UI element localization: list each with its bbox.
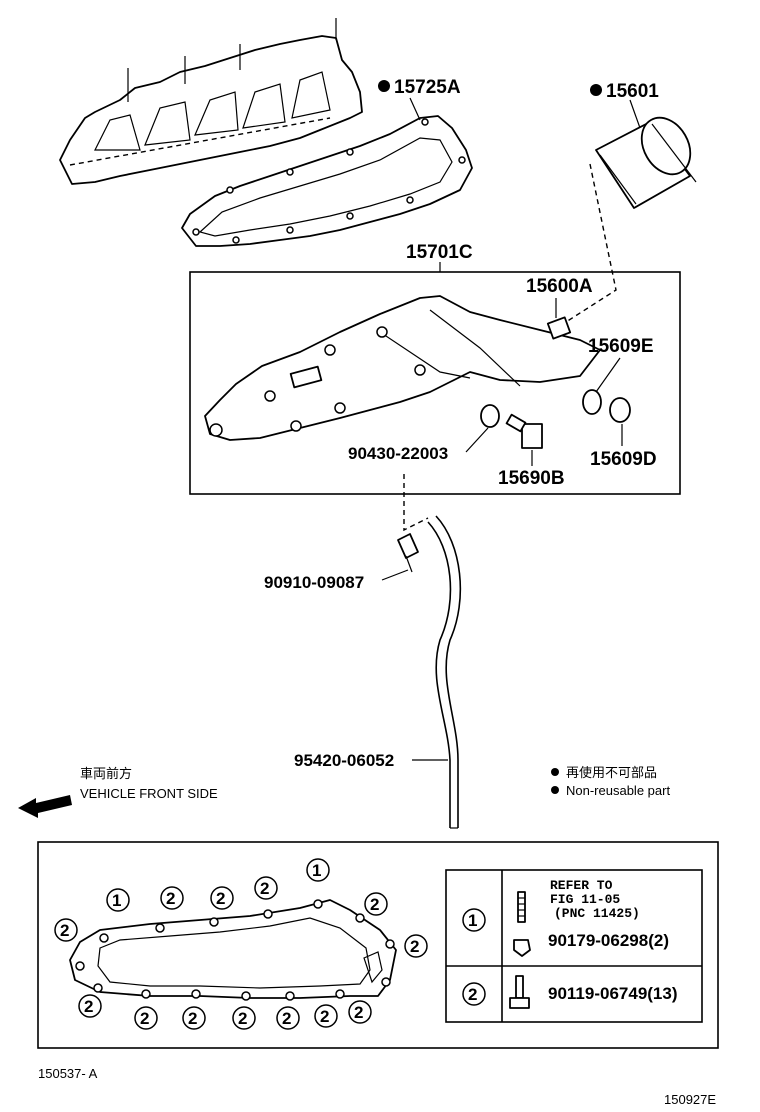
- legend-en: Non-reusable part: [566, 783, 670, 798]
- gasket-15725a-illustration: [181, 115, 473, 247]
- plug-15609d-illustration: [609, 397, 631, 423]
- non-reusable-dot-15725a: [378, 80, 390, 92]
- svg-text:2: 2: [166, 889, 175, 908]
- svg-text:2: 2: [354, 1003, 363, 1022]
- callout-2-g: 2: [348, 1000, 372, 1024]
- row1-refer-line3: (PNC 11425): [554, 906, 640, 921]
- callout-2-l: 2: [134, 1006, 158, 1030]
- svg-text:2: 2: [188, 1009, 197, 1028]
- front-arrow-icon: [18, 795, 72, 818]
- label-15690b: 15690B: [498, 468, 565, 489]
- svg-text:2: 2: [282, 1009, 291, 1028]
- flange-bolt-icon: [509, 975, 530, 1009]
- legend-dot-en: [551, 786, 559, 794]
- label-90910: 90910-09087: [264, 573, 364, 592]
- svg-text:2: 2: [410, 937, 419, 956]
- callout-2-i: 2: [276, 1006, 300, 1030]
- oil-pan-gasket-illustration: [69, 899, 397, 1001]
- label-95420: 95420-06052: [294, 751, 394, 770]
- legend-dot-jp: [551, 768, 559, 776]
- callout-2-m: 2: [78, 994, 102, 1018]
- svg-text:1: 1: [312, 861, 321, 880]
- engine-block-illustration: [59, 18, 363, 185]
- direction-en: VEHICLE FRONT SIDE: [80, 786, 218, 801]
- stud-bolt-icon: [517, 891, 526, 923]
- non-reusable-dot-15601: [590, 84, 602, 96]
- svg-text:2: 2: [140, 1009, 149, 1028]
- oil-filter-15601-illustration: [595, 116, 697, 209]
- oil-pan-assembly-box: [189, 271, 681, 495]
- oil-pan-15701c-illustration: [204, 295, 601, 441]
- svg-text:2: 2: [216, 889, 225, 908]
- svg-text:2: 2: [260, 879, 269, 898]
- label-15600a: 15600A: [526, 276, 593, 297]
- table-row-2-num: 2: [462, 982, 486, 1006]
- direction-jp: 車両前方: [80, 766, 132, 781]
- callout-1-b: 1: [306, 858, 330, 882]
- svg-text:1: 1: [468, 911, 477, 930]
- callout-2-c: 2: [210, 886, 234, 910]
- callout-2-a: 2: [54, 918, 78, 942]
- nut-icon: [513, 939, 531, 957]
- drain-plug-15600a-illustration: [546, 316, 572, 340]
- label-15609d: 15609D: [590, 449, 657, 470]
- row2-part-number: 90119-06749(13): [548, 984, 678, 1003]
- svg-text:1: 1: [112, 891, 121, 910]
- row1-refer-line2: FIG 11-05: [550, 892, 620, 907]
- legend-jp: 再使用不可部品: [566, 765, 657, 780]
- svg-text:2: 2: [60, 921, 69, 940]
- callout-2-b: 2: [160, 886, 184, 910]
- bottom-detail-box: [37, 841, 719, 1049]
- footer-right-code: 150927E: [664, 1092, 716, 1107]
- fastener-table: [445, 869, 703, 1023]
- svg-text:2: 2: [468, 985, 477, 1004]
- svg-text:2: 2: [238, 1009, 247, 1028]
- bolt-15690b-illustration: [505, 413, 543, 449]
- label-15609e: 15609E: [588, 336, 654, 357]
- callout-2-f: 2: [404, 934, 428, 958]
- gasket-90430-illustration: [480, 404, 500, 428]
- label-15701c: 15701C: [406, 242, 473, 263]
- footer-left-code: 150537- A: [38, 1066, 98, 1081]
- label-90430: 90430-22003: [348, 444, 448, 463]
- svg-text:2: 2: [320, 1007, 329, 1026]
- callout-1-a: 1: [106, 888, 130, 912]
- svg-text:2: 2: [370, 895, 379, 914]
- callout-2-j: 2: [232, 1006, 256, 1030]
- callout-2-k: 2: [182, 1006, 206, 1030]
- callout-2-h: 2: [314, 1004, 338, 1028]
- bolt-90910-illustration: [397, 533, 419, 573]
- row1-refer-line1: REFER TO: [550, 878, 613, 893]
- label-15601: 15601: [606, 81, 659, 102]
- label-15725a: 15725A: [394, 77, 461, 98]
- callout-2-e: 2: [364, 892, 388, 916]
- ring-15609e-illustration: [582, 389, 602, 415]
- svg-text:2: 2: [84, 997, 93, 1016]
- dipstick-guide-95420-illustration: [427, 521, 452, 828]
- table-row-1-num: 1: [462, 908, 486, 932]
- callout-2-d: 2: [254, 876, 278, 900]
- row1-part-number: 90179-06298(2): [548, 931, 669, 950]
